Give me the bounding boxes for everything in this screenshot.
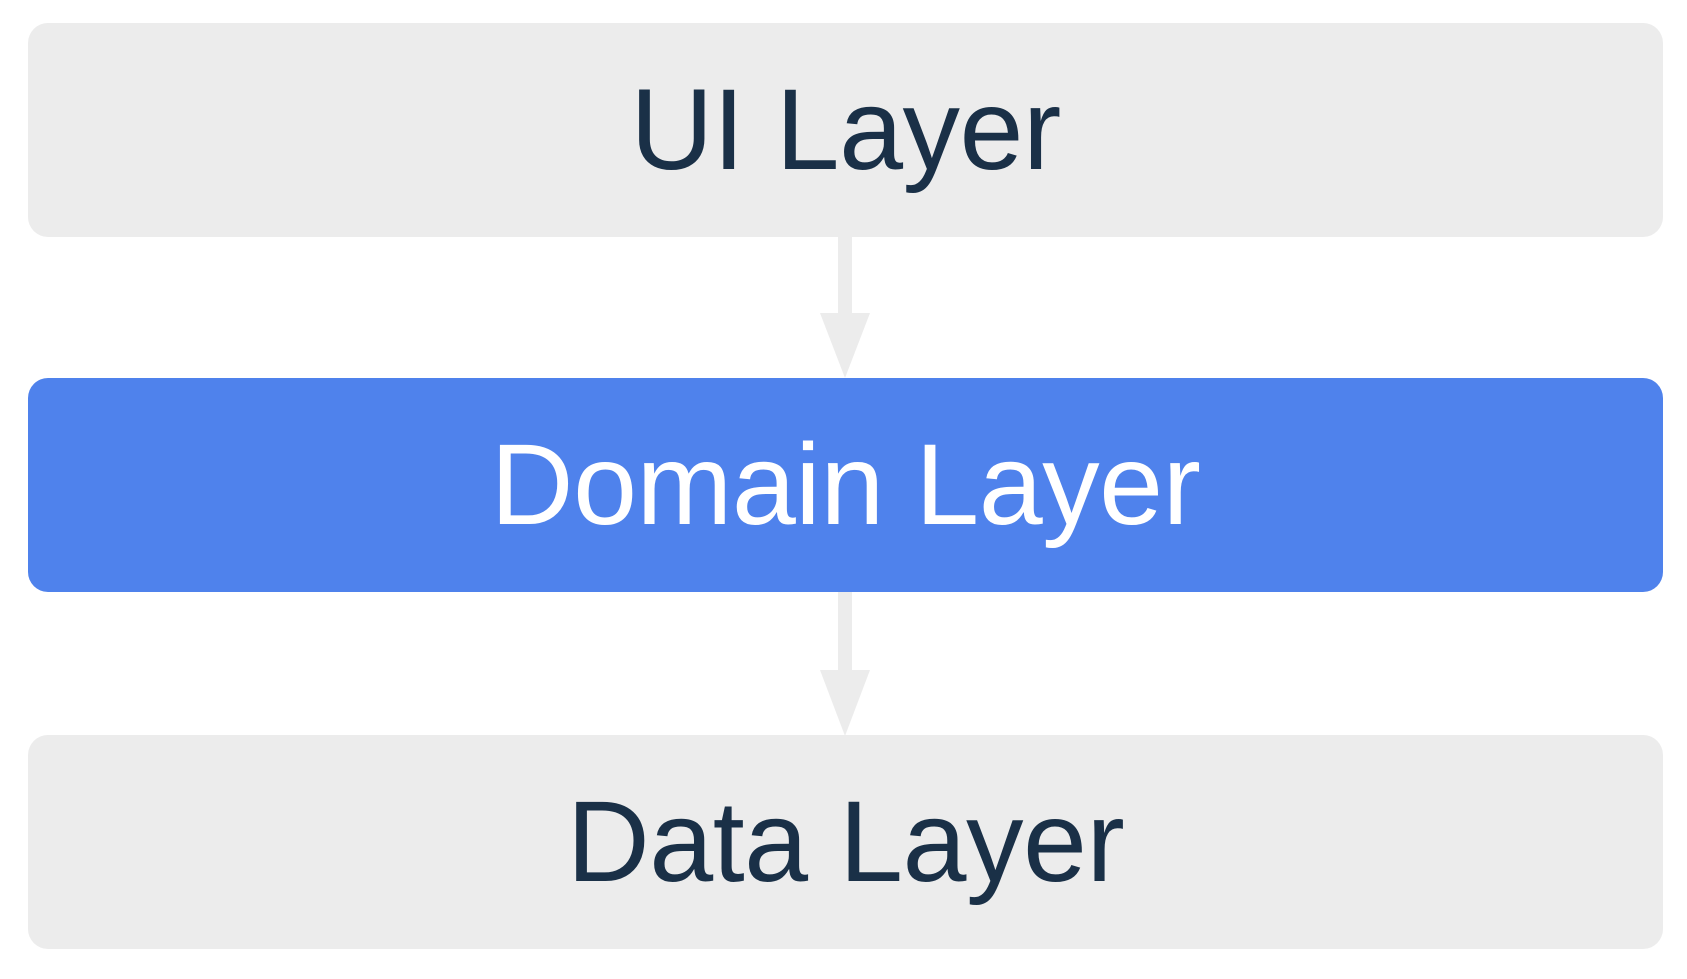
data-layer-box[interactable]: Data Layer (28, 735, 1663, 949)
ui-layer-box[interactable]: UI Layer (28, 23, 1663, 237)
ui-layer-label: UI Layer (630, 65, 1061, 194)
arrow-ui-to-domain (820, 237, 870, 378)
domain-layer-box[interactable]: Domain Layer (28, 378, 1663, 592)
data-layer-label: Data Layer (566, 777, 1125, 906)
arrow-domain-to-data (820, 592, 870, 736)
domain-layer-label: Domain Layer (490, 420, 1201, 549)
